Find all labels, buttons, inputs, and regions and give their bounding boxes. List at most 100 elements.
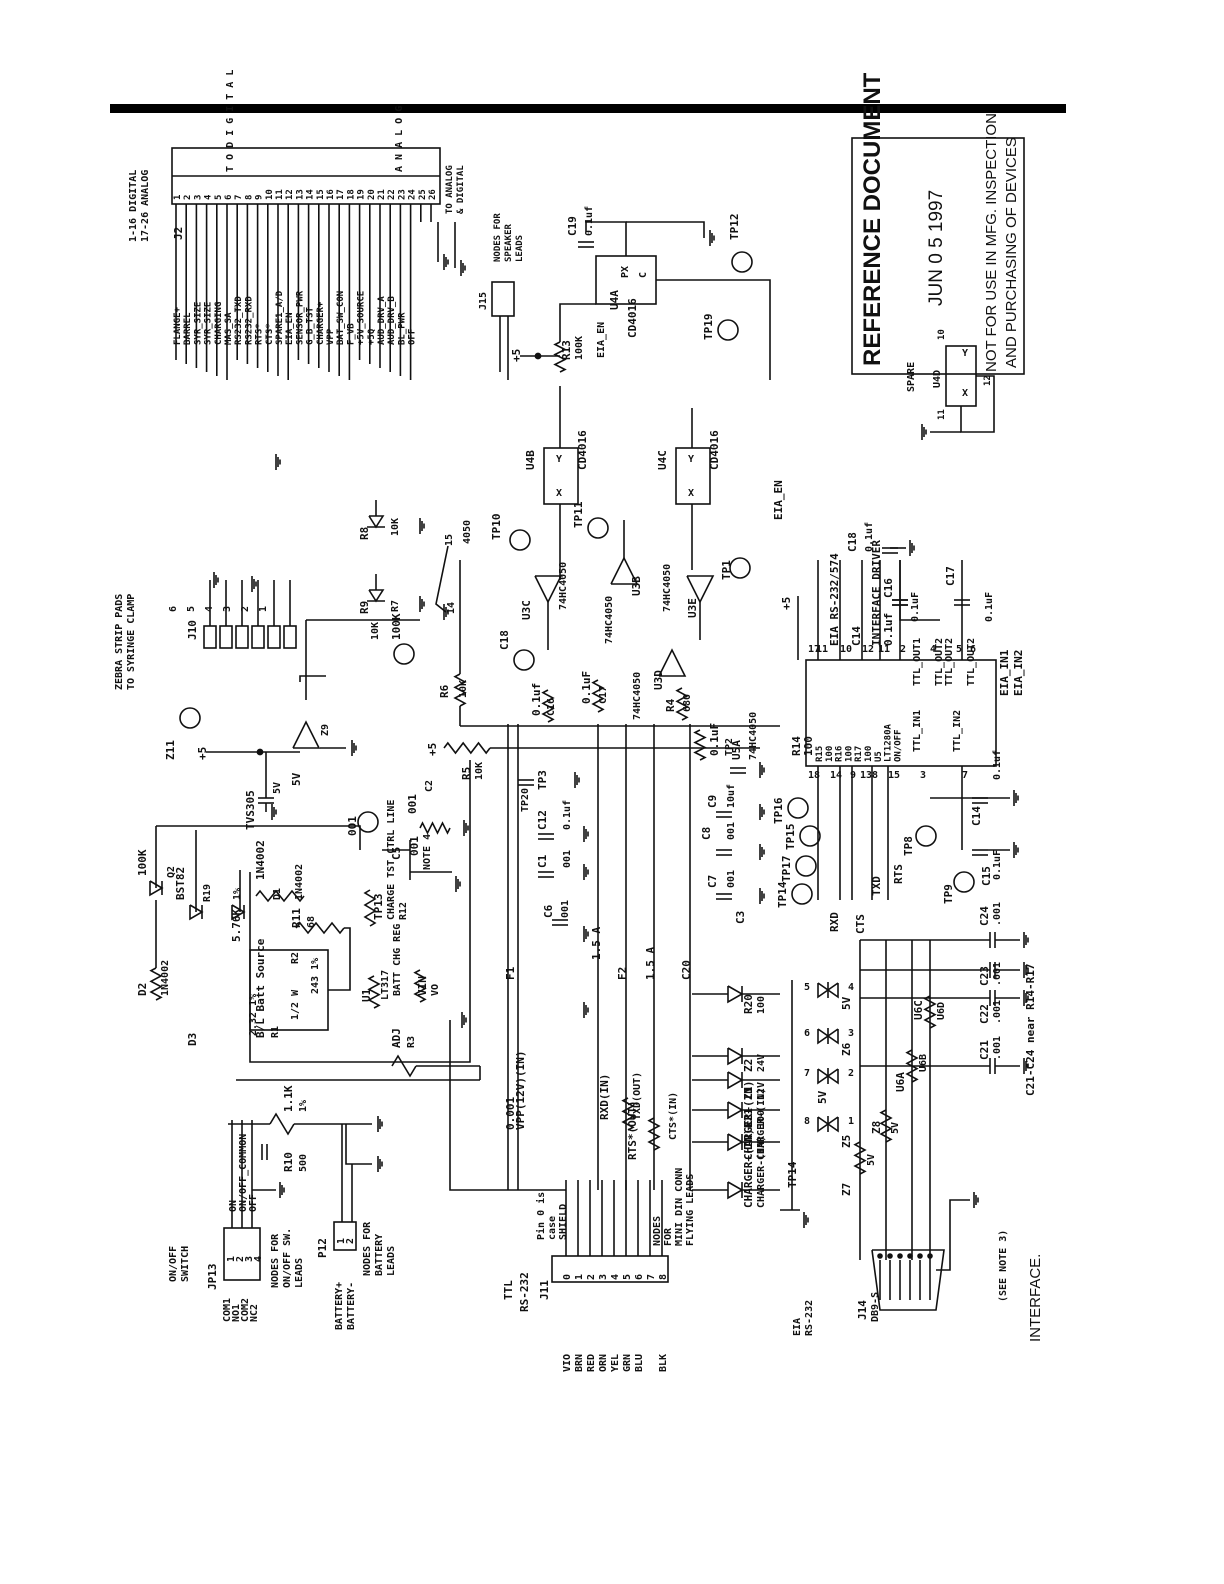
u5-pin-number: 15 xyxy=(888,770,900,781)
tp10-test-point xyxy=(509,529,531,551)
u4a-switch-box xyxy=(595,255,657,305)
u4c-y: Y xyxy=(688,454,694,465)
r3-tolerance: BATT CHG REG xyxy=(392,924,403,996)
u5-pin-name: U5 xyxy=(874,751,884,762)
u4b-switch-box xyxy=(543,447,579,505)
charger-minus-label: VPP(12V)(IN) xyxy=(514,1051,527,1130)
r3-resistor xyxy=(367,975,381,1009)
ground-symbol xyxy=(279,1182,285,1198)
jp13-pin-name: NO1 xyxy=(231,1304,242,1322)
wire xyxy=(449,1020,566,1191)
spare-label: SPARE xyxy=(906,362,917,392)
j2-signal-name: BAT_SW_CON xyxy=(336,291,346,345)
r2-ref: R11 xyxy=(290,908,303,928)
j2-to-analog-digital: TO ANALOG xyxy=(445,165,455,214)
c16-ref: C16 xyxy=(882,578,895,598)
u4d-spare-switch xyxy=(945,345,977,407)
c16-value: 0.1uF xyxy=(910,592,921,622)
j2-pin-number: 12 xyxy=(285,189,295,200)
j2-signal-name: RS232_TXD xyxy=(234,296,244,345)
jp13-ref: JP13 xyxy=(206,1264,219,1291)
jp13-signal: OFF xyxy=(248,1194,259,1212)
wiring xyxy=(149,137,1029,1311)
u5-pin-number: 17 xyxy=(808,644,820,655)
j14-note: (SEE NOTE 3) xyxy=(998,1230,1009,1302)
pin-number: 5 xyxy=(804,982,810,993)
c14-ref: C14 xyxy=(970,806,983,826)
j11-wire-color: BLK xyxy=(658,1354,669,1372)
r7-value: 10K xyxy=(474,762,485,780)
pin-number: 7 xyxy=(804,1068,810,1079)
jp13-pin-name: NC2 xyxy=(249,1304,260,1322)
ground-symbol xyxy=(759,804,765,820)
ground-symbol xyxy=(463,820,469,836)
j2-signal-name: OFF xyxy=(408,329,418,345)
j11-nodes-label: FOR xyxy=(663,1227,674,1246)
u6d-tvs xyxy=(817,982,830,999)
j2-pin-number: 10 xyxy=(265,189,275,200)
u4d-pin: 10 xyxy=(937,329,947,340)
rxd-label: RXD xyxy=(828,912,841,932)
rxd-bus-label: 1.5 A xyxy=(590,927,603,960)
d3-value: R19 xyxy=(202,884,213,902)
u3b-buffer xyxy=(610,556,639,585)
r14-ref: Z7 xyxy=(840,1183,853,1196)
tp12-test-point xyxy=(731,251,753,273)
buffer-part-label: 4050 xyxy=(462,520,473,544)
j14-pin xyxy=(907,1253,913,1259)
j2-signal-name: RTS* xyxy=(255,323,265,345)
r4-value: C16 xyxy=(546,698,557,716)
u5-pin-name: LT1280A xyxy=(884,723,894,762)
c24-value: .001 xyxy=(992,902,1003,926)
j11-pin-number: 6 xyxy=(634,1274,645,1280)
z8-value: 24V xyxy=(756,1054,767,1072)
u5-pin-name: 100 xyxy=(844,746,854,762)
c2-value: 001 xyxy=(560,900,571,918)
u5-pin-number: 13 xyxy=(860,770,872,781)
f2-ref: 1.1K xyxy=(282,1085,295,1112)
f1-fuse xyxy=(391,1054,417,1078)
j10-pad xyxy=(219,625,233,649)
stamp-not-for-use: NOT FOR USE IN MFG. INSPECTION xyxy=(983,113,1000,372)
u5-pin-number: 7 xyxy=(962,770,968,781)
z5-value: CHARGER-(IN) xyxy=(756,1088,767,1160)
f2-value: 1% xyxy=(298,1100,309,1112)
u5-pin-number: 4 xyxy=(930,644,936,655)
r9-ref: R6 xyxy=(438,684,451,698)
j10-pad xyxy=(251,625,265,649)
u4b-ref: U4B xyxy=(524,450,537,470)
r13-ref: R13 xyxy=(560,340,573,360)
j14-title: EIA xyxy=(792,1318,803,1336)
c9-ref: TP3 xyxy=(536,770,549,790)
z7-ref: Z1 xyxy=(742,1086,755,1100)
txd-label: TXD xyxy=(870,876,883,896)
j15-ref: J15 xyxy=(478,292,489,310)
r13-value: 100K xyxy=(574,336,585,360)
p12-label: NODES FOR xyxy=(362,1221,373,1276)
tp13-label: 001 xyxy=(346,816,359,836)
j2-pin-number: 23 xyxy=(397,189,407,200)
u5-pin-number: 5 xyxy=(956,644,962,655)
ground-symbol xyxy=(460,260,466,276)
u6d-ref: 5V xyxy=(840,996,853,1010)
j2-pin-number: 17 xyxy=(336,189,346,200)
f1-value: R3 xyxy=(406,1036,417,1048)
j14-ref: J14 xyxy=(856,1300,869,1320)
u4d-pin: 11 xyxy=(937,409,947,420)
j10-pad xyxy=(267,625,281,649)
j11-pin-note: SHIELD xyxy=(558,1204,569,1240)
u5-pin-number: 6 xyxy=(970,644,976,655)
r13-resistor xyxy=(553,341,567,373)
j14-title: RS-232 xyxy=(804,1300,815,1336)
j2-range-note: 1-16 DIGITAL xyxy=(128,170,139,242)
j2-signal-name: CHARGING xyxy=(214,302,224,345)
j2-pin-number: 11 xyxy=(275,189,285,200)
j10-pad xyxy=(235,625,249,649)
j2-ref: J2 xyxy=(172,227,185,240)
j11-pin-number: 4 xyxy=(610,1274,621,1280)
p12-connector xyxy=(333,1221,357,1251)
u4b-part: CD4016 xyxy=(576,430,589,470)
c8-value: 74HC4050 xyxy=(748,712,759,760)
ground-symbol xyxy=(419,518,425,534)
z9-value: R7 xyxy=(390,600,401,612)
